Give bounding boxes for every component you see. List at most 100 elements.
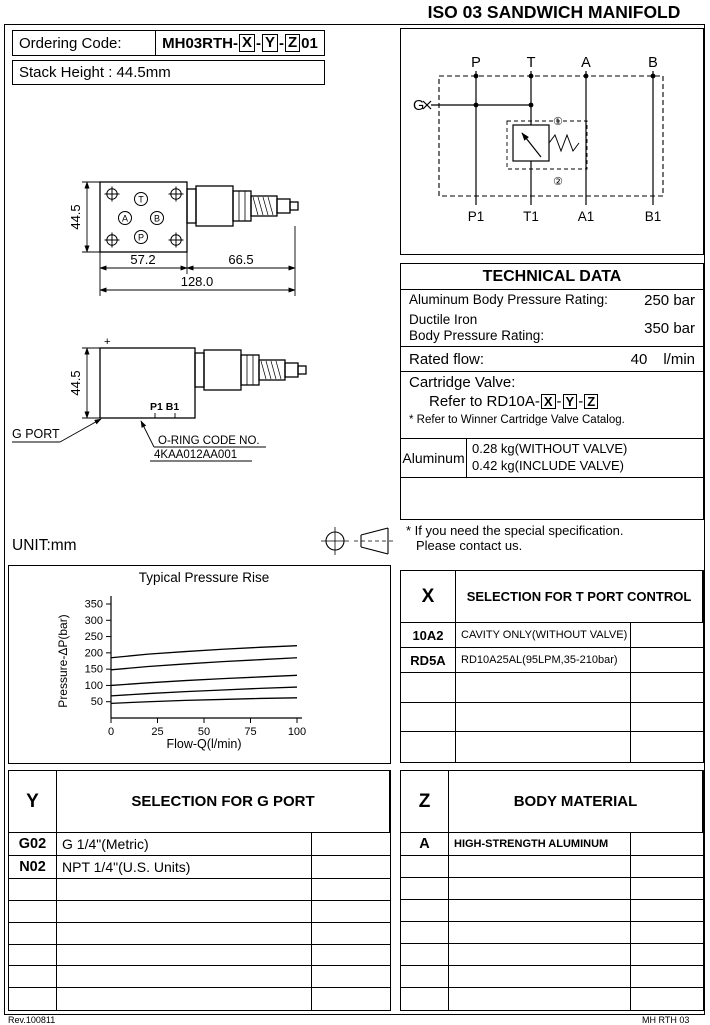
curve-1 — [110, 645, 298, 659]
empty-cell — [631, 922, 703, 944]
rated-flow-value: 40 — [630, 350, 648, 368]
port-p1-label: P1 — [468, 209, 485, 224]
cart-x-box: X — [540, 393, 556, 410]
empty-cell — [312, 988, 390, 1010]
empty-cell — [9, 879, 57, 901]
cartridge-catalog-note: * Refer to Winner Cartridge Valve Catalo… — [409, 413, 625, 426]
port-a1-label: A1 — [578, 209, 595, 224]
y-row-code: N02 — [9, 856, 57, 879]
y-tick-label: 200 — [85, 647, 103, 659]
empty-cell — [449, 944, 631, 966]
y-row-extra — [312, 833, 390, 856]
relief-valve-symbol — [512, 124, 550, 162]
schematic-boundary — [438, 75, 664, 197]
top-view-drawing — [82, 181, 299, 296]
weight-table-empty-row — [401, 476, 703, 519]
spring-symbol — [548, 133, 580, 153]
plus-mark: + — [104, 336, 110, 348]
empty-cell — [401, 922, 449, 944]
empty-cell — [312, 923, 390, 945]
leader-lines — [12, 418, 266, 462]
empty-cell — [9, 900, 57, 923]
dim-height-top: 44.5 — [68, 204, 83, 229]
port-t1-label: T1 — [523, 209, 539, 224]
empty-cell — [9, 944, 57, 967]
empty-cell — [312, 879, 390, 901]
schematic-labels: P T A B P1 T1 A1 B1 G ① ② — [413, 55, 661, 224]
junction-dots — [473, 73, 656, 108]
weight-without-valve: 0.28 kg(WITHOUT VALVE) — [472, 441, 628, 456]
curve-3 — [110, 674, 298, 687]
revision-label: Rev.100811 — [8, 1015, 56, 1025]
empty-cell — [401, 988, 449, 1010]
port-p-label: P — [471, 55, 481, 71]
empty-cell — [9, 966, 57, 989]
cartridge-valve-block: Cartridge Valve: Refer to RD10A-X-Y-Z * … — [401, 372, 703, 438]
y-tick-label: 150 — [85, 664, 103, 676]
empty-cell — [631, 900, 703, 922]
weight-material: Aluminum — [401, 439, 467, 477]
weight-table: Aluminum 0.28 kg(WITHOUT VALVE) 0.42 kg(… — [401, 438, 703, 477]
empty-cell — [312, 901, 390, 923]
empty-cell — [456, 673, 631, 703]
special-spec-note: * If you need the special specification.… — [406, 523, 702, 554]
empty-cell — [57, 966, 312, 989]
empty-cell — [449, 856, 631, 878]
empty-cell — [449, 900, 631, 922]
unit-label: UNIT:mm — [12, 537, 77, 554]
cart-prefix: Refer to RD10A- — [429, 392, 540, 410]
empty-cell — [449, 966, 631, 988]
projection-symbols — [321, 527, 394, 555]
x-tick-label: 75 — [244, 726, 256, 738]
code-y-box: Y — [261, 34, 278, 52]
x-row-code: 10A2 — [401, 623, 456, 648]
empty-cell — [631, 966, 703, 988]
port-b-label: B — [648, 55, 658, 71]
dimension-lines-top — [82, 181, 296, 296]
z-row-extra — [631, 833, 703, 856]
technical-data-title: TECHNICAL DATA — [401, 264, 703, 290]
cart-dash: - — [578, 392, 584, 410]
cart-y-box: Y — [562, 393, 578, 410]
valve-boundary — [506, 120, 588, 170]
code-prefix: MH03RTH- — [162, 34, 238, 52]
y-tick-label: 250 — [85, 631, 103, 643]
port-g-label: G — [413, 98, 424, 114]
x-table-title: SELECTION FOR T PORT CONTROL — [456, 571, 703, 623]
empty-cell — [631, 878, 703, 900]
y-tick-label: 50 — [91, 696, 103, 708]
node-2-label: ② — [553, 176, 563, 188]
cartridge-valve-label: Cartridge Valve: — [409, 374, 516, 391]
z-table-title: BODY MATERIAL — [449, 771, 703, 833]
rated-flow-unit: l/min — [663, 350, 695, 368]
special-spec-note-line2: Please contact us. — [416, 537, 523, 553]
schematic-lines — [422, 71, 664, 205]
technical-data-box: TECHNICAL DATA Aluminum Body Pressure Ra… — [400, 263, 704, 520]
side-port-labels: P1 B1 — [150, 401, 179, 413]
ductile-iron-label-1: Ductile Iron — [409, 311, 478, 327]
z-row-code: A — [401, 833, 449, 856]
stack-height-box: Stack Height : 44.5mm — [12, 60, 325, 85]
code-z-box: Z — [285, 34, 301, 52]
empty-cell — [401, 673, 456, 703]
code-dash: - — [279, 34, 284, 52]
projection-cone-icon — [354, 527, 394, 555]
dim-width-valve: 66.5 — [228, 252, 253, 267]
x-selection-table: X SELECTION FOR T PORT CONTROL 10A2 CAVI… — [400, 570, 704, 763]
curve-2 — [110, 657, 298, 671]
empty-cell — [631, 988, 703, 1010]
empty-cell — [312, 945, 390, 967]
code-x-box: X — [238, 34, 255, 52]
y-row-code: G02 — [9, 833, 57, 856]
empty-cell — [57, 900, 312, 923]
y-tick-label: 100 — [85, 680, 103, 692]
hydraulic-schematic: P T A B P1 T1 A1 B1 G ① ② — [413, 55, 664, 224]
empty-cell — [401, 900, 449, 922]
empty-cell — [401, 856, 449, 878]
x-row-code: RD5A — [401, 648, 456, 673]
y-row-extra — [312, 856, 390, 879]
y-row-desc: NPT 1/4"(U.S. Units) — [57, 856, 312, 879]
doc-number-label: MH RTH 03 — [642, 1015, 690, 1025]
